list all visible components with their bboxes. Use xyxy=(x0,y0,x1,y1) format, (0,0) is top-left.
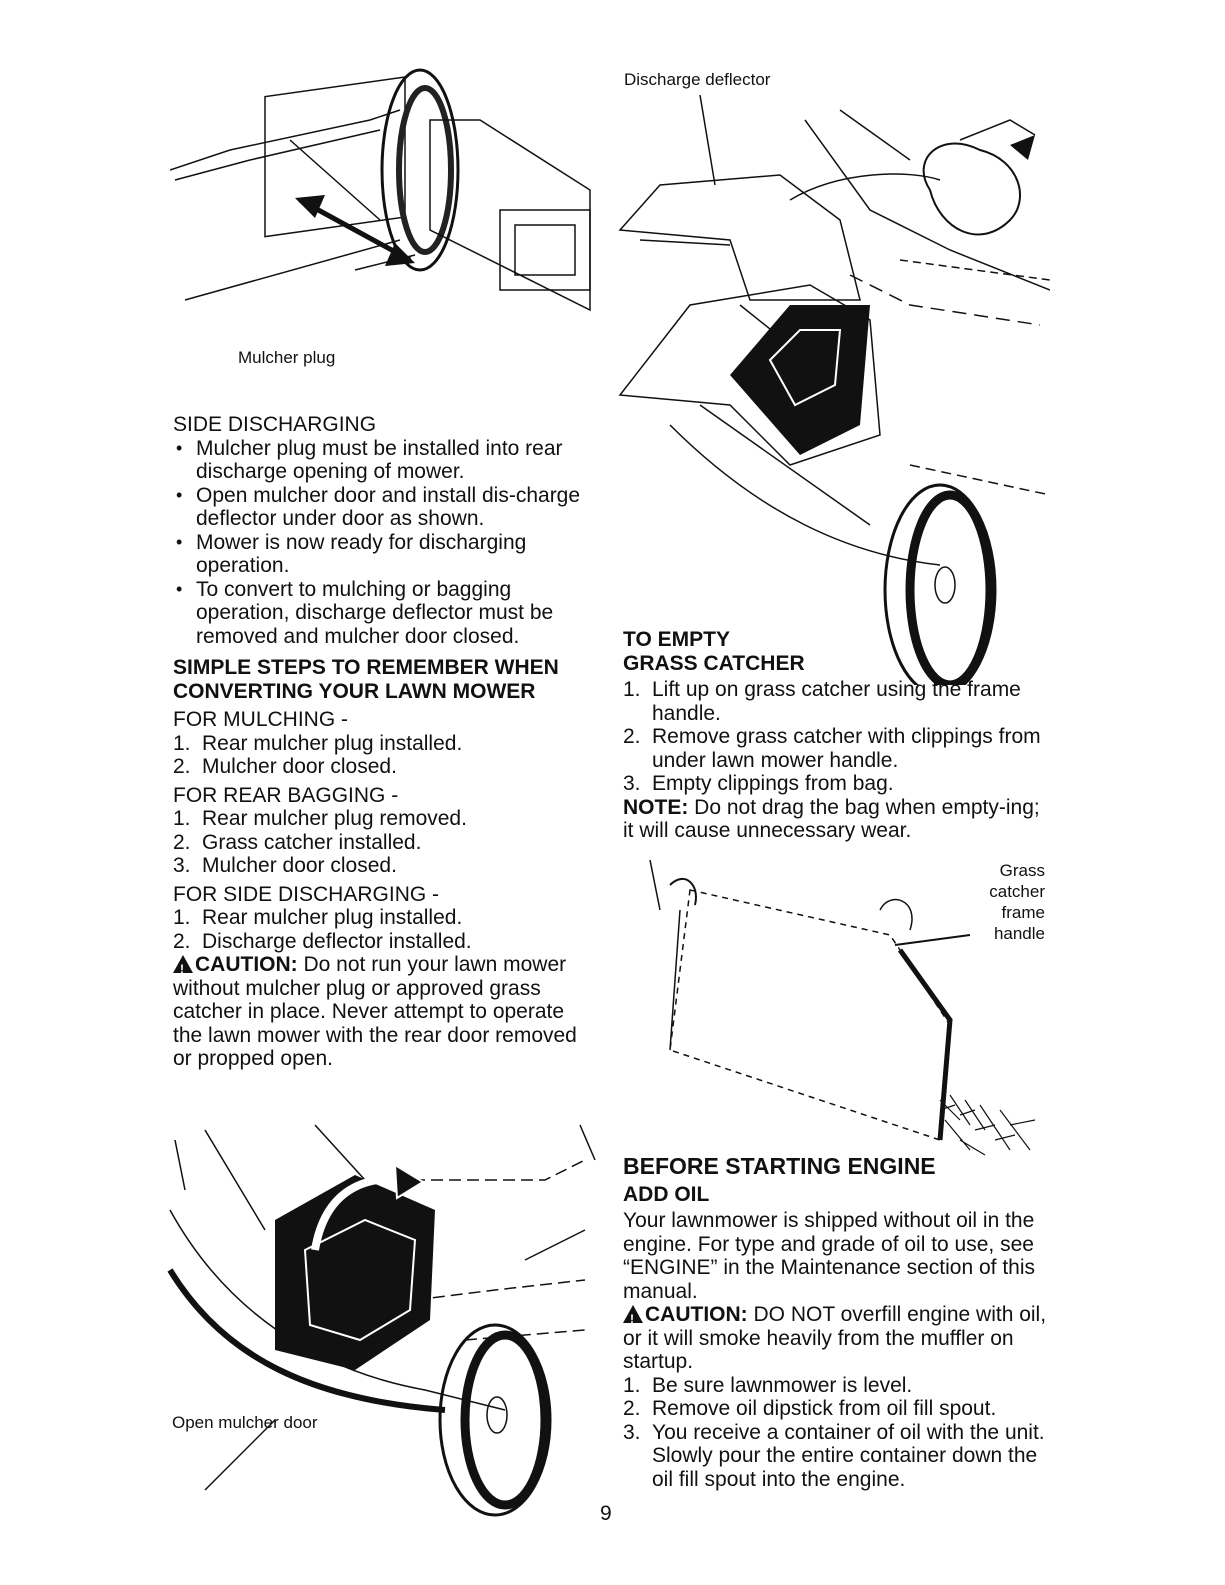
list-item: Open mulcher door and install dis-charge… xyxy=(173,484,593,531)
caution-text: Do not run your lawn mower without mulch… xyxy=(173,953,577,1070)
caution-paragraph: CAUTION: Do not run your lawn mower with… xyxy=(173,953,593,1071)
mulcher-plug-caption: Mulcher plug xyxy=(238,348,336,367)
list-item: 1.Be sure lawnmower is level. xyxy=(623,1373,913,1397)
caution-label: CAUTION: xyxy=(645,1303,748,1326)
deflector-installed-illustration xyxy=(618,274,1050,685)
list-item: Mulcher plug must be installed into rear… xyxy=(173,437,593,484)
empty-catcher-steps: 1.Lift up on grass catcher using the fra… xyxy=(623,678,1043,796)
discharge-deflector-illustration xyxy=(618,94,1050,301)
list-item: 3.Empty clippings from bag. xyxy=(623,772,894,795)
note-label: NOTE: xyxy=(623,795,689,819)
list-item: Mower is now ready for discharging opera… xyxy=(173,531,593,578)
open-mulcher-door-illustration xyxy=(167,1124,596,1517)
empty-catcher-title-line2: GRASS CATCHER xyxy=(623,651,805,675)
caution-paragraph: CAUTION: DO NOT overfill engine with oil… xyxy=(623,1303,1048,1374)
note-text: Do not drag the bag when empty-ing; it w… xyxy=(623,795,1040,843)
side-discharging-section: SIDE DISCHARGING Mulcher plug must be in… xyxy=(173,413,593,648)
list-item: 1.Rear mulcher plug installed. xyxy=(173,906,463,929)
list-item: 3.You receive a container of oil with th… xyxy=(623,1420,1045,1491)
list-item: 1.Lift up on grass catcher using the fra… xyxy=(623,678,1021,725)
side-discharging-bullets: Mulcher plug must be installed into rear… xyxy=(173,437,593,649)
add-oil-intro: Your lawnmower is shipped without oil in… xyxy=(623,1209,1036,1303)
list-item: 2.Mulcher door closed. xyxy=(173,755,397,778)
group-heading: FOR SIDE DISCHARGING - xyxy=(173,882,440,906)
discharge-deflector-caption: Discharge deflector xyxy=(624,70,771,89)
before-starting-section: BEFORE STARTING ENGINE ADD OIL Your lawn… xyxy=(623,1153,1048,1492)
open-mulcher-door-caption: Open mulcher door xyxy=(172,1413,318,1432)
mulching-steps: 1.Rear mulcher plug installed. 2.Mulcher… xyxy=(173,732,593,779)
before-starting-title: BEFORE STARTING ENGINE xyxy=(623,1153,936,1179)
warning-icon xyxy=(623,1305,643,1332)
list-item: 3.Mulcher door closed. xyxy=(173,854,397,877)
caution-text: DO NOT overfill engine with oil, or it w… xyxy=(623,1303,1047,1373)
list-item: 1.Rear mulcher plug removed. xyxy=(173,807,467,830)
caution-label: CAUTION: xyxy=(195,953,298,976)
list-item: 2.Grass catcher installed. xyxy=(173,830,422,854)
list-item: 2.Remove oil dipstick from oil fill spou… xyxy=(623,1397,997,1420)
add-oil-steps: 1.Be sure lawnmower is level. 2.Remove o… xyxy=(623,1374,1048,1492)
side-discharging-steps: 1.Rear mulcher plug installed. 2.Dischar… xyxy=(173,906,593,953)
group-heading: FOR MULCHING - xyxy=(173,708,348,731)
note-paragraph: NOTE: Do not drag the bag when empty-ing… xyxy=(623,796,1043,843)
list-item: 1.Rear mulcher plug installed. xyxy=(173,731,463,755)
grass-catcher-illustration xyxy=(649,859,1036,1156)
side-discharging-title: SIDE DISCHARGING xyxy=(173,413,377,436)
empty-catcher-section: TO EMPTY GRASS CATCHER 1.Lift up on gras… xyxy=(623,628,1043,843)
simple-steps-section: SIMPLE STEPS TO REMEMBER WHEN CONVERTING… xyxy=(173,656,593,1071)
group-heading: FOR REAR BAGGING - xyxy=(173,783,399,807)
list-item: 2.Remove grass catcher with clippings fr… xyxy=(623,725,1041,772)
rear-bagging-steps: 1.Rear mulcher plug removed. 2.Grass cat… xyxy=(173,807,593,878)
page-number: 9 xyxy=(600,1502,612,1525)
empty-catcher-title-line1: TO EMPTY xyxy=(623,628,730,651)
list-item: 2.Discharge deflector installed. xyxy=(173,929,472,953)
simple-steps-title: SIMPLE STEPS TO REMEMBER WHEN CONVERTING… xyxy=(173,656,559,703)
grass-catcher-frame-handle-caption: Grass catcher frame handle xyxy=(989,861,1045,943)
warning-icon xyxy=(173,955,193,982)
add-oil-subtitle: ADD OIL xyxy=(623,1182,710,1206)
mulcher-plug-illustration xyxy=(170,68,591,312)
list-item: To convert to mulching or bagging operat… xyxy=(173,578,593,649)
